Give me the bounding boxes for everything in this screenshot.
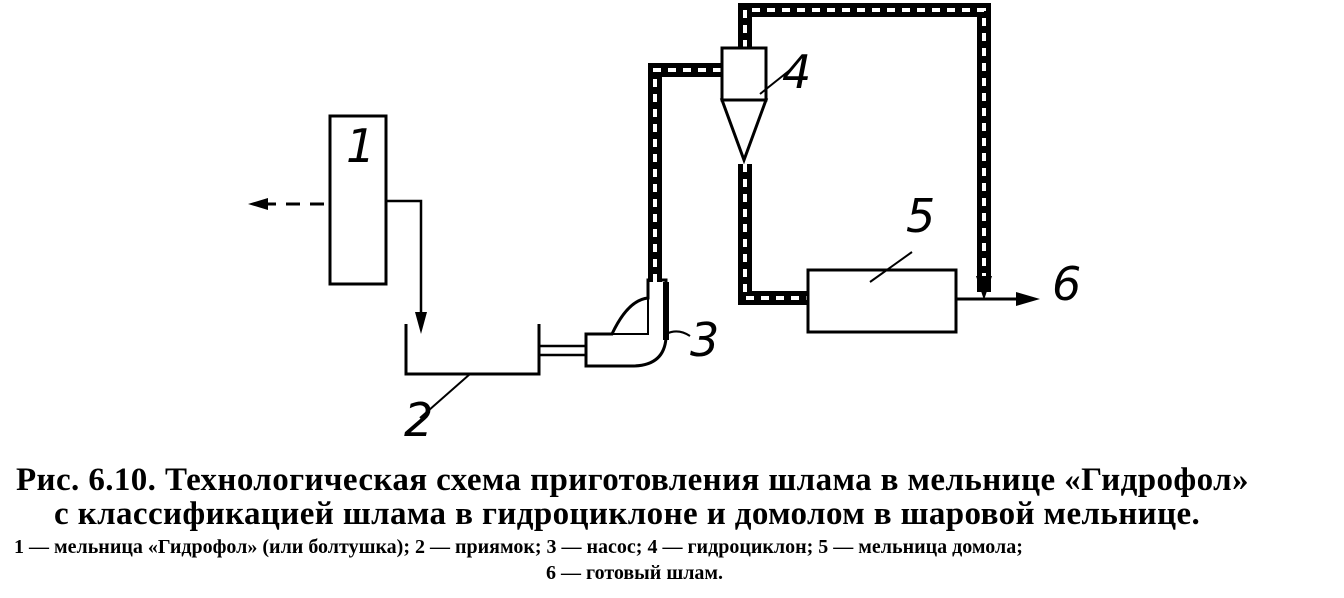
feed-arrow [248, 198, 330, 210]
pit [404, 324, 541, 376]
leader-lines [419, 69, 913, 419]
hydrocyclone [719, 46, 769, 165]
slurry-pipes [648, 3, 991, 305]
label-5: 5 [906, 189, 935, 243]
ball-mill [806, 268, 958, 334]
overflow-arrowhead [976, 276, 992, 300]
label-4: 4 [782, 45, 811, 99]
mill-to-pit-line [386, 199, 427, 334]
figure-legend-line2: 6 — готовый шлам. [546, 562, 724, 584]
pump [584, 278, 669, 368]
process-flow-diagram: 1 2 3 4 5 6 [248, 3, 1081, 447]
label-1: 1 [346, 119, 375, 173]
product-arrow [956, 292, 1040, 306]
label-2: 2 [404, 393, 433, 447]
figure-legend-line1: 1 — мельница «Гидрофол» (или болтушка); … [14, 536, 1023, 558]
label-3: 3 [690, 313, 719, 367]
pit-to-pump-pipe [539, 344, 586, 357]
label-6: 6 [1052, 257, 1081, 311]
figure-caption-line2: с классификацией шлама в гидроциклоне и … [54, 496, 1201, 532]
figure-caption-line1: Рис. 6.10. Технологическая схема пригото… [16, 462, 1249, 498]
